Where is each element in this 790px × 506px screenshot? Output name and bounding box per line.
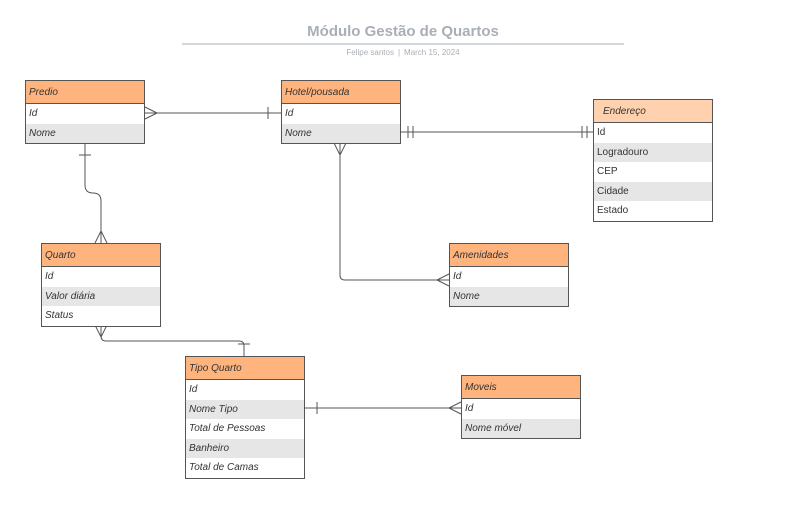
entity-predio-field: Nome [26,123,144,143]
author-name: Felipe santos [346,48,394,57]
entity-moveis[interactable]: Moveis Id Nome móvel [461,375,581,439]
entity-endereco-field: Id [597,127,606,138]
connector-predio-hotel [144,106,281,120]
entity-quarto-header: Quarto [42,244,160,267]
entity-quarto-field: Status [45,310,74,321]
entity-amenidades-field: Id [453,271,462,282]
entity-amenidades-header: Amenidades [450,244,568,267]
entity-endereco-field: Cidade [594,181,712,201]
entity-hotel-field: Id [285,108,294,119]
entity-quarto-field: Valor diária [42,286,160,306]
entity-amenidades-field: Nome [450,286,568,306]
entity-quarto-field: Id [45,271,54,282]
entity-endereco-field: CEP [597,166,618,177]
connector-tipo-moveis [305,401,462,415]
entity-tipo-quarto-header: Tipo Quarto [186,357,304,380]
subtitle-separator: | [397,48,401,57]
entity-tipo-quarto[interactable]: Tipo Quarto Id Nome Tipo Total de Pessoa… [185,356,305,479]
entity-tipo-quarto-field: Total de Pessoas [189,423,266,434]
title-divider [182,43,624,45]
entity-moveis-field: Id [465,403,474,414]
connector-hotel-amenidades [333,142,450,287]
entity-hotel-pousada[interactable]: Hotel/pousada Id Nome [281,80,401,144]
diagram-subtitle: Felipe santos|March 15, 2024 [0,48,790,57]
entity-predio[interactable]: Predio Id Nome [25,80,145,144]
entity-moveis-header: Moveis [462,376,580,399]
entity-tipo-quarto-field: Banheiro [186,438,304,458]
diagram-title: Módulo Gestão de Quartos [307,23,499,40]
entity-quarto[interactable]: Quarto Id Valor diária Status [41,243,161,327]
entity-amenidades[interactable]: Amenidades Id Nome [449,243,569,307]
entity-moveis-field: Nome móvel [462,418,580,438]
entity-endereco-field: Estado [597,205,629,216]
connector-predio-quarto [79,143,108,244]
entity-tipo-quarto-field: Id [189,384,198,395]
connector-hotel-endereco [401,126,593,138]
entity-hotel-header: Hotel/pousada [282,81,400,104]
entity-hotel-field: Nome [282,123,400,143]
entity-predio-header: Predio [26,81,144,104]
diagram-date: March 15, 2024 [404,48,460,57]
entity-endereco-field: Logradouro [594,142,712,162]
entity-endereco[interactable]: Endereço Id Logradouro CEP Cidade Estado [593,99,713,222]
connector-quarto-tipo [94,324,250,356]
entity-tipo-quarto-field: Total de Camas [189,462,259,473]
entity-endereco-header: Endereço [594,100,712,123]
entity-predio-field: Id [29,108,38,119]
entity-tipo-quarto-field: Nome Tipo [186,399,304,419]
